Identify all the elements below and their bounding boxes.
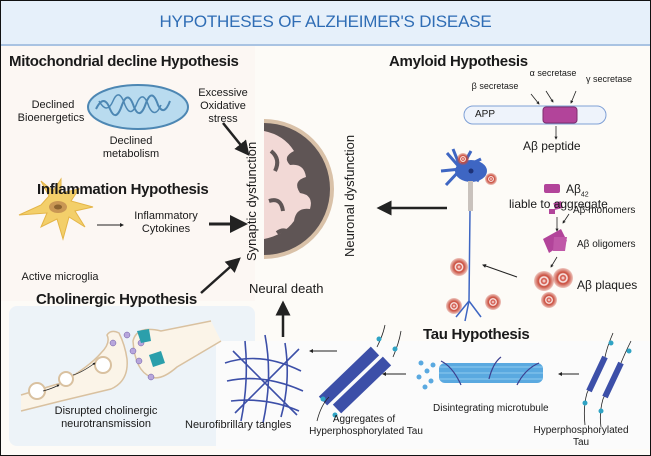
alpha-secretase-arrow [545,90,554,103]
cholinergic-heading: Cholinergic Hypothesis [36,291,197,308]
aggregates-label-1: Aggregates of [332,414,396,425]
disintegrating-microtubule-label: Disintegrating microtubule [433,403,549,414]
aggregates-label-2: Hyperphosphorylated Tau [309,426,423,437]
liable-to-aggregate-label: liable to aggregate [509,197,608,211]
cholinergic-arrow [200,257,241,294]
ab-monomers-label: Aβ monomers [573,205,636,216]
declined-label: Declined [31,99,75,111]
inflammation-heading: Inflammation Hypothesis [37,181,209,198]
gamma-secretase-label: γ secretase [585,74,633,84]
inflammatory-label: Inflammatory [134,210,198,222]
mitochondrion-icon [87,84,189,130]
excessive-label: Excessive [198,87,248,99]
app-protein-bar [463,105,607,125]
neuron-icon [440,148,501,322]
tau-aggregates-icon [316,324,402,422]
ab42-text: Aβ [566,182,581,196]
aggregate-arrow [562,213,570,224]
declined-metabolism-label-1: Declined [109,135,153,147]
app-label: APP [475,109,496,120]
tau-heading: Tau Hypothesis [423,326,530,343]
neurotransmission-label: neurotransmission [61,418,151,430]
neuronal-dysfunction-label: Neuronal dysfunction [342,134,357,257]
active-microglia-label: Active microglia [21,271,99,283]
ab-oligomers-label: Aβ oligomers [577,239,636,250]
cytokines-label: Cytokines [141,223,191,235]
bioenergetics-label: Bioenergetics [17,112,85,124]
alpha-secretase-label: α secretase [529,68,577,78]
hyperphosphorylated-tau-icon [582,332,632,428]
mitochondrial-heading: Mitochondrial decline Hypothesis [9,53,239,70]
ab-oligomers-icon [543,229,567,253]
disrupted-cholinergic-label: Disrupted cholinergic [54,405,158,417]
declined-metabolism-label-2: metabolism [102,148,160,160]
neural-death-label: Neural death [249,281,324,296]
neurofibrillary-tangles-label: Neurofibrillary tangles [185,419,292,431]
stress-label: stress [208,113,238,125]
ab-peptide-label: Aβ peptide [523,139,581,153]
oxidative-stress-arrow [222,122,250,156]
hyperphosphorylated-tau-label-1: Hyperphosphorylated [533,425,629,436]
ab42-subscript: 42 [580,191,589,199]
diagram-title: HYPOTHESES OF ALZHEIMER'S DISEASE [159,12,492,31]
gamma-secretase-arrow [570,90,577,104]
hyperphosphorylated-tau-label-2: Tau [572,437,590,448]
beta-secretase-arrow [530,93,540,105]
amyloid-heading: Amyloid Hypothesis [389,53,528,70]
plaque-to-neuron-arrow [482,264,518,278]
ab-plaques-label: Aβ plaques [577,278,638,292]
microglia-icon [18,177,94,241]
beta-secretase-label: β secretase [471,81,519,91]
ab-monomers-icon [549,201,563,214]
synapse-icon [20,320,222,412]
ab42-label: Aβ42 [566,182,589,198]
oligomers-arrow [550,256,558,268]
synaptic-dysfunction-label: Synaptic dysfunction [244,141,259,261]
ab42-icon [544,184,560,193]
ab-plaques-icon [534,268,573,308]
oxidative-label: Oxidative [200,100,246,112]
neurofibrillary-tangles-icon [224,334,304,424]
brain-icon [264,119,334,259]
header-banner: HYPOTHESES OF ALZHEIMER'S DISEASE [1,1,650,46]
microtubule-icon [416,356,543,390]
